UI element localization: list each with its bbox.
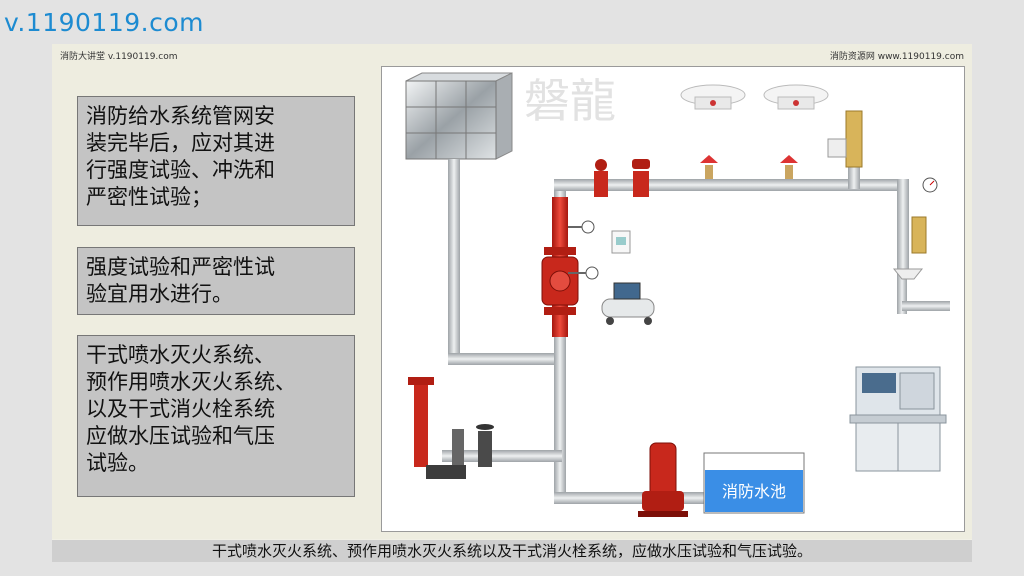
- text-box-dry-systems: 干式喷水灭火系统、 预作用喷水灭火系统、 以及干式消火栓系统 应做水压试验和气压…: [77, 335, 355, 497]
- fire-pool: 消防水池: [703, 452, 805, 514]
- slide-caption: 干式喷水灭火系统、预作用喷水灭火系统以及干式消火栓系统，应做水压试验和气压试验。: [52, 540, 972, 562]
- sprinkler-head-icon: [780, 155, 798, 179]
- slide: 消防大讲堂 v.1190119.com 消防资源网 www.1190119.co…: [52, 44, 972, 562]
- air-compressor-icon: [601, 282, 655, 325]
- header-right: 消防资源网 www.1190119.com: [829, 52, 964, 62]
- smoke-detector-icon: [763, 84, 829, 110]
- fire-hydrant-icon: [408, 377, 494, 479]
- text-box-water-test: 强度试验和严密性试 验宜用水进行。: [77, 247, 355, 315]
- pool-label: 消防水池: [722, 482, 786, 501]
- alarm-valve-group-icon: [541, 197, 599, 337]
- signal-valve-icon: [594, 159, 608, 197]
- logo-watermark: 磐龍: [524, 74, 616, 128]
- gate-valve-icon: [632, 159, 650, 197]
- test-valve-icon: [892, 216, 927, 280]
- pressure-gauge-icon: [922, 177, 938, 193]
- diagram-svg: 磐龍: [405, 72, 950, 517]
- fire-control-panel-icon: [849, 366, 947, 472]
- text-box-pipe-network: 消防给水系统管网安 装完毕后，应对其进 行强度试验、冲洗和 严密性试验；: [77, 96, 355, 226]
- pressure-switch-icon: [611, 230, 631, 254]
- fire-water-system-diagram: 磐龍: [381, 66, 965, 532]
- sprinkler-head-icon: [700, 155, 718, 179]
- header-left: 消防大讲堂 v.1190119.com: [60, 52, 178, 62]
- site-watermark: v.1190119.com: [4, 8, 204, 37]
- slide-body: 消防大讲堂 v.1190119.com 消防资源网 www.1190119.co…: [52, 44, 972, 539]
- fire-pump-icon: [638, 442, 688, 517]
- water-tank-icon: [405, 72, 513, 160]
- smoke-detector-icon: [680, 84, 746, 110]
- exhaust-valve-icon: [827, 110, 863, 168]
